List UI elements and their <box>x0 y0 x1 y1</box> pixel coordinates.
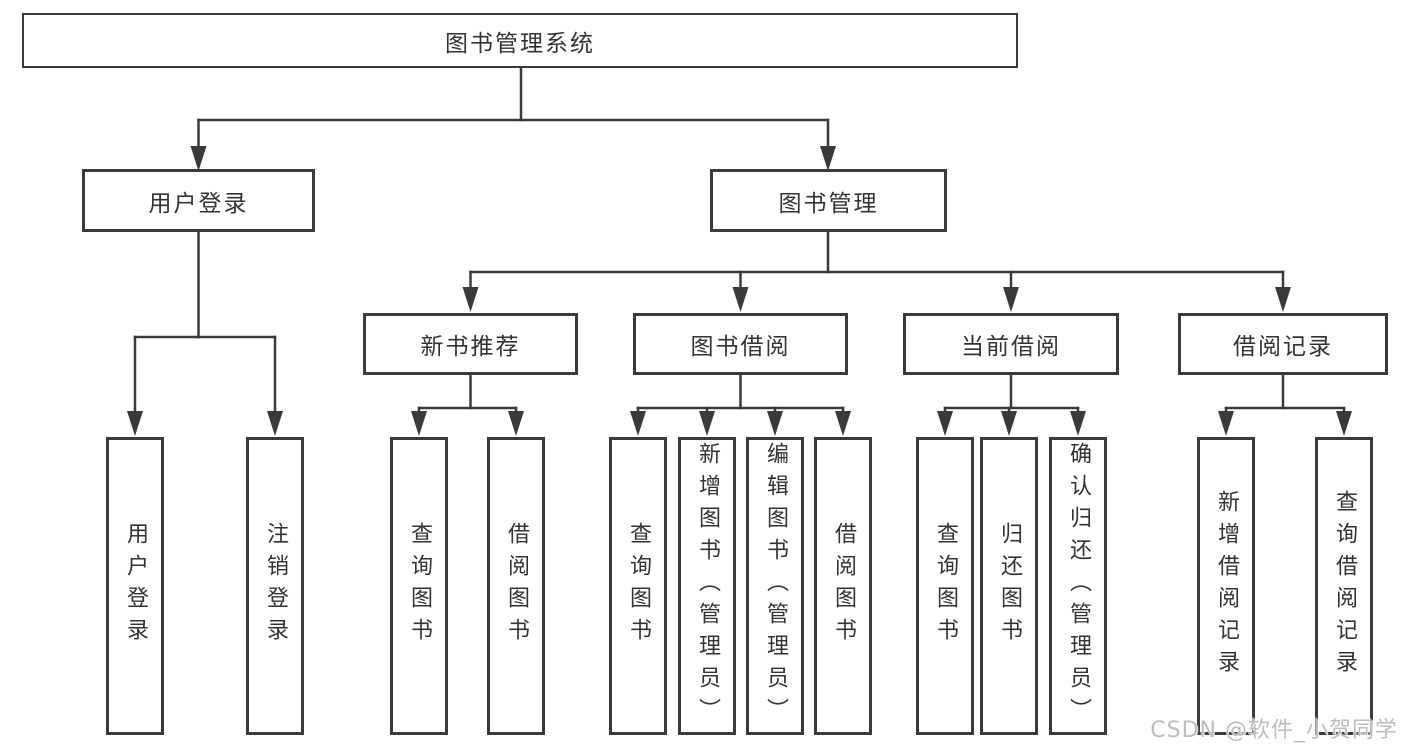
connector-new-book-to-children <box>411 373 524 436</box>
node-label: 查询图书 <box>626 522 651 650</box>
node-label: 借阅图书 <box>831 522 856 650</box>
leaf-query-books-recommend: 查询图书 <box>390 437 448 735</box>
leaf-user-login: 用户登录 <box>106 437 164 735</box>
connector-current-borrow-to-children <box>937 373 1086 436</box>
leaf-logout-login: 注销登录 <box>246 437 304 735</box>
leaf-edit-books-admin: 编辑图书（管理员） <box>746 437 804 735</box>
leaf-borrow-books-recommend: 借阅图书 <box>487 437 545 735</box>
node-label: 借阅图书 <box>504 522 529 650</box>
node-label: 查询图书 <box>933 522 958 650</box>
node-label: 注销登录 <box>263 522 288 650</box>
connector-user-login-to-children <box>127 230 283 436</box>
connector-root-to-level2 <box>190 66 836 171</box>
node-label: 归还图书 <box>997 522 1022 650</box>
node-label: 用户登录 <box>123 522 148 650</box>
csdn-watermark: CSDN @软件_小贺同学 <box>1150 718 1398 743</box>
node-label: 图书借阅 <box>690 334 791 360</box>
connector-book-management-to-modules <box>462 230 1291 312</box>
leaf-confirm-return-admin: 确认归还（管理员） <box>1049 437 1107 735</box>
node-label: 用户登录 <box>148 190 249 217</box>
node-label: 当前借阅 <box>961 334 1061 360</box>
node-label: 查询借阅记录 <box>1332 490 1357 682</box>
node-label: 图书管理 <box>778 190 879 217</box>
leaf-borrow-books: 借阅图书 <box>814 437 872 735</box>
node-label: 新书推荐 <box>420 334 521 360</box>
node-borrowing-records: 借阅记录 <box>1178 313 1388 375</box>
node-label: 借阅记录 <box>1233 334 1333 360</box>
node-label: 新增图书（管理员） <box>695 442 720 730</box>
node-label: 新增借阅记录 <box>1214 490 1239 682</box>
leaf-query-books-borrow: 查询图书 <box>609 437 667 735</box>
node-label: 图书管理系统 <box>445 30 595 57</box>
leaf-query-borrow-record: 查询借阅记录 <box>1315 437 1373 735</box>
leaf-query-books-current: 查询图书 <box>916 437 974 735</box>
node-label: 确认归还（管理员） <box>1066 442 1091 730</box>
node-library-management-system: 图书管理系统 <box>22 13 1018 68</box>
leaf-return-books: 归还图书 <box>980 437 1038 735</box>
node-book-borrowing: 图书借阅 <box>633 313 848 375</box>
connector-book-borrow-to-children <box>630 373 851 436</box>
leaf-add-books-admin: 新增图书（管理员） <box>678 437 736 735</box>
node-current-borrowing: 当前借阅 <box>903 313 1119 375</box>
node-label: 查询图书 <box>407 522 432 650</box>
connector-borrow-records-to-children <box>1218 373 1352 436</box>
node-book-management: 图书管理 <box>710 169 947 232</box>
node-label: 编辑图书（管理员） <box>763 442 788 730</box>
node-user-login: 用户登录 <box>82 169 315 232</box>
node-new-book-recommendation: 新书推荐 <box>363 313 578 375</box>
leaf-add-borrow-record: 新增借阅记录 <box>1197 437 1255 735</box>
